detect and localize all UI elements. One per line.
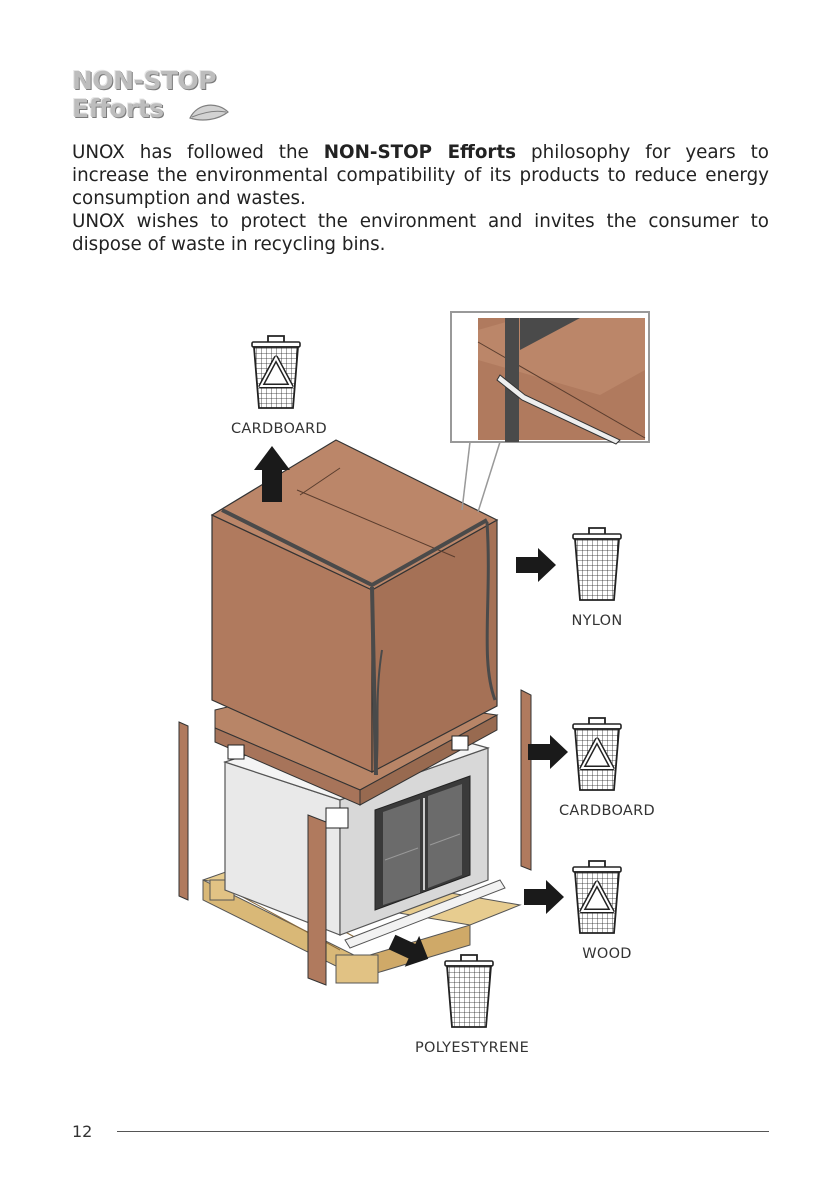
label-wood: WOOD: [582, 946, 632, 962]
intro-paragraph-1: UNOX has followed the NON-STOP Efforts p…: [72, 141, 769, 210]
corner-post-left: [178, 721, 189, 901]
non-stop-efforts-logo: NON-STOP Efforts: [72, 66, 242, 124]
corner-post-front: [307, 814, 327, 986]
cardboard-bin-side-icon: [572, 717, 622, 791]
cardboard-bin-top-icon: [251, 335, 301, 409]
logo-line-2: Efforts: [72, 94, 164, 123]
intro-p1-end: philosophy for years to increase the env…: [72, 142, 769, 209]
philosophy-name: NON-STOP Efforts: [323, 142, 517, 163]
strap-cutting-inset: [450, 311, 650, 513]
page-number: 12: [72, 1122, 93, 1141]
intro-paragraph-2: UNOX wishes to protect the environment a…: [72, 211, 769, 255]
label-cardboard-top: CARDBOARD: [231, 421, 327, 437]
corner-post-right: [520, 689, 532, 871]
intro-p1-start: UNOX has followed the: [72, 142, 324, 163]
packaging-disposal-illustration: CARDBOARD NYLON CARDBOARD WOOD POLYESTYR…: [178, 311, 655, 1056]
wood-bin-icon: [572, 860, 622, 934]
arrow-nylon: [516, 548, 556, 582]
cardboard-box: [210, 439, 499, 776]
arrow-cardboard-side: [528, 735, 568, 769]
logo-line-1: NON-STOP: [72, 66, 217, 95]
label-polystyrene: POLYESTYRENE: [415, 1040, 529, 1056]
arrow-wood: [524, 880, 564, 914]
intro-text: UNOX has followed the NON-STOP Efforts p…: [72, 141, 769, 256]
arrow-up-cardboard: [254, 446, 290, 502]
leaf-icon: [189, 104, 229, 121]
label-nylon: NYLON: [571, 613, 622, 629]
nylon-bin-icon: [572, 527, 622, 601]
footer-rule: [117, 1131, 769, 1132]
label-cardboard-side: CARDBOARD: [559, 803, 655, 819]
polystyrene-bin-icon: [444, 954, 494, 1028]
